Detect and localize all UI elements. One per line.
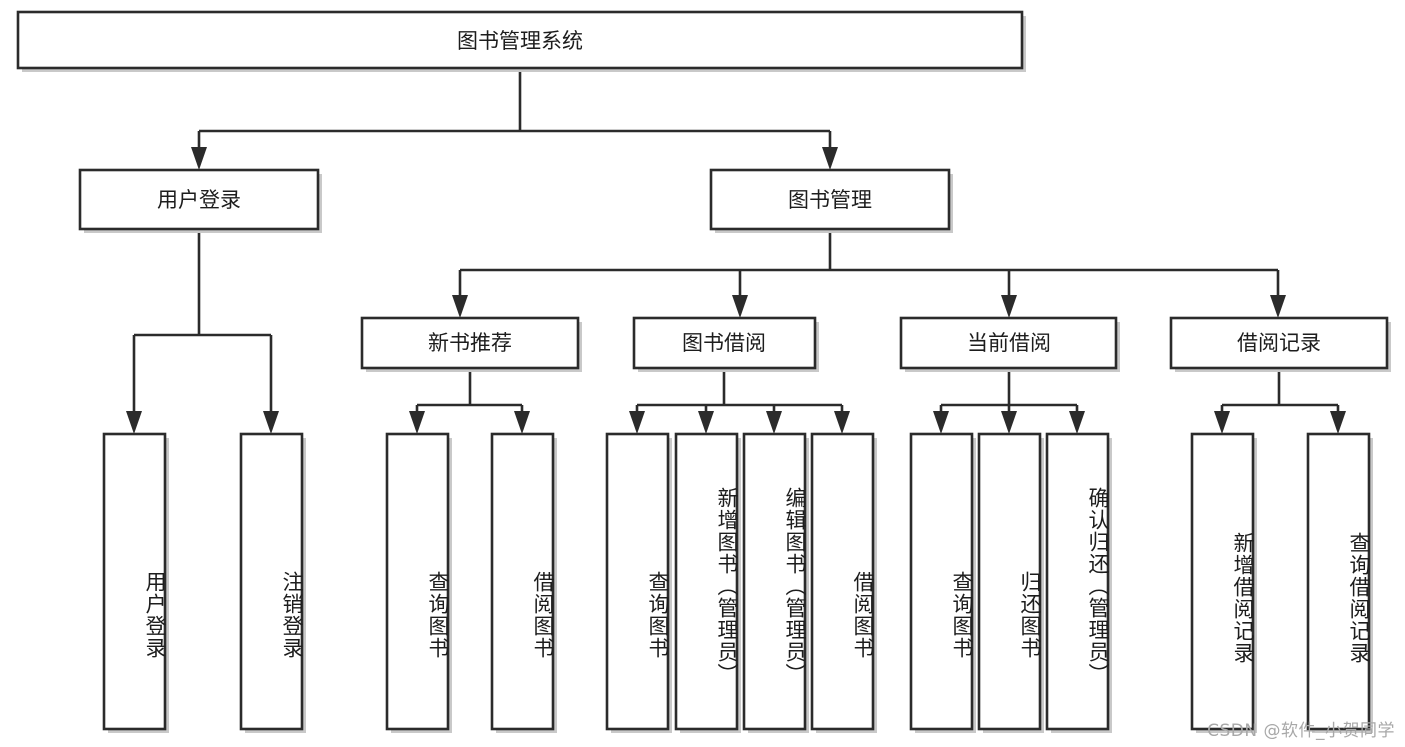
arrow-root-to-user-login [191, 147, 207, 170]
arrow-bookmgmt-to-borrow [732, 295, 748, 318]
connector-layer [126, 70, 1346, 434]
arrow-borrowrecord-leaf-1 [1214, 411, 1230, 434]
arrow-borrowrecord-leaf-2 [1330, 411, 1346, 434]
node-leaf-new-book-2-box[interactable] [490, 432, 555, 731]
arrow-newbook-leaf-2 [514, 411, 530, 434]
arrow-currentborrow-leaf-1 [933, 411, 949, 434]
csdn-watermark: CSDN @软件_小贺同学 [1207, 721, 1395, 741]
arrow-bookmgmt-to-record [1270, 295, 1286, 318]
arrow-currentborrow-leaf-2 [1001, 411, 1017, 434]
node-leaf-new-book-1[interactable] [385, 432, 452, 733]
node-leaf-book-borrow-2[interactable] [674, 432, 741, 733]
node-current-borrow-label: 当前借阅 [967, 331, 1051, 355]
arrow-bookmgmt-to-current [1001, 295, 1017, 318]
node-current-borrow[interactable]: 当前借阅 [899, 316, 1120, 372]
node-book-management-box[interactable] [709, 168, 951, 231]
node-leaf-current-borrow-1-box[interactable] [909, 432, 974, 731]
node-leaf-current-borrow-2-box[interactable] [977, 432, 1042, 731]
node-leaf-borrow-record-1-box[interactable] [1190, 432, 1255, 731]
node-book-borrow[interactable]: 图书借阅 [632, 316, 819, 372]
node-user-login-label: 用户登录 [157, 188, 241, 212]
node-leaf-book-borrow-2-box[interactable] [674, 432, 739, 731]
arrow-bookmgmt-to-new-book [452, 295, 468, 318]
node-new-book-recommend-box[interactable] [360, 316, 580, 370]
node-leaf-new-book-2[interactable] [490, 432, 557, 733]
node-new-book-recommend[interactable]: 新书推荐 [360, 316, 582, 372]
node-borrow-record-label: 借阅记录 [1237, 331, 1321, 355]
node-borrow-record[interactable]: 借阅记录 [1169, 316, 1391, 372]
node-book-management-label: 图书管理 [788, 188, 872, 212]
arrow-userlogin-leaf-1 [126, 411, 142, 434]
node-leaf-user-login-2[interactable] [239, 432, 306, 733]
node-current-borrow-box[interactable] [899, 316, 1118, 370]
node-leaf-user-login-1[interactable] [102, 432, 169, 733]
node-leaf-current-borrow-2[interactable] [977, 432, 1044, 733]
arrow-root-to-book-mgmt [822, 147, 838, 170]
node-leaf-borrow-record-2[interactable] [1306, 432, 1373, 733]
arrow-bookborrow-leaf-4 [834, 411, 850, 434]
node-leaf-borrow-record-1[interactable] [1190, 432, 1257, 733]
arrow-bookborrow-leaf-3 [766, 411, 782, 434]
node-leaf-book-borrow-1-box[interactable] [605, 432, 670, 731]
node-root-label: 图书管理系统 [457, 29, 583, 53]
node-leaf-book-borrow-4[interactable] [810, 432, 877, 733]
node-leaf-user-login-1-box[interactable] [102, 432, 167, 731]
node-root-box[interactable] [16, 10, 1024, 70]
node-leaf-borrow-record-2-box[interactable] [1306, 432, 1371, 731]
node-leaf-new-book-1-box[interactable] [385, 432, 450, 731]
node-book-borrow-label: 图书借阅 [682, 331, 766, 355]
node-borrow-record-box[interactable] [1169, 316, 1389, 370]
node-leaf-current-borrow-1[interactable] [909, 432, 976, 733]
arrow-bookborrow-leaf-2 [698, 411, 714, 434]
node-leaf-book-borrow-3[interactable] [742, 432, 809, 733]
node-leaf-book-borrow-4-box[interactable] [810, 432, 875, 731]
arrow-currentborrow-leaf-3 [1069, 411, 1085, 434]
node-root-system[interactable]: 图书管理系统 [16, 10, 1026, 72]
node-book-management[interactable]: 图书管理 [709, 168, 953, 233]
node-user-login-box[interactable] [78, 168, 320, 231]
node-user-login[interactable]: 用户登录 [78, 168, 322, 233]
node-leaf-book-borrow-1[interactable] [605, 432, 672, 733]
node-leaf-current-borrow-3[interactable] [1045, 432, 1112, 733]
arrow-newbook-leaf-1 [409, 411, 425, 434]
arrow-userlogin-leaf-2 [263, 411, 279, 434]
node-new-book-recommend-label: 新书推荐 [428, 331, 512, 355]
node-book-borrow-box[interactable] [632, 316, 817, 370]
arrow-bookborrow-leaf-1 [629, 411, 645, 434]
node-leaf-current-borrow-3-box[interactable] [1045, 432, 1110, 731]
node-leaf-user-login-2-box[interactable] [239, 432, 304, 731]
node-leaf-book-borrow-3-box[interactable] [742, 432, 807, 731]
